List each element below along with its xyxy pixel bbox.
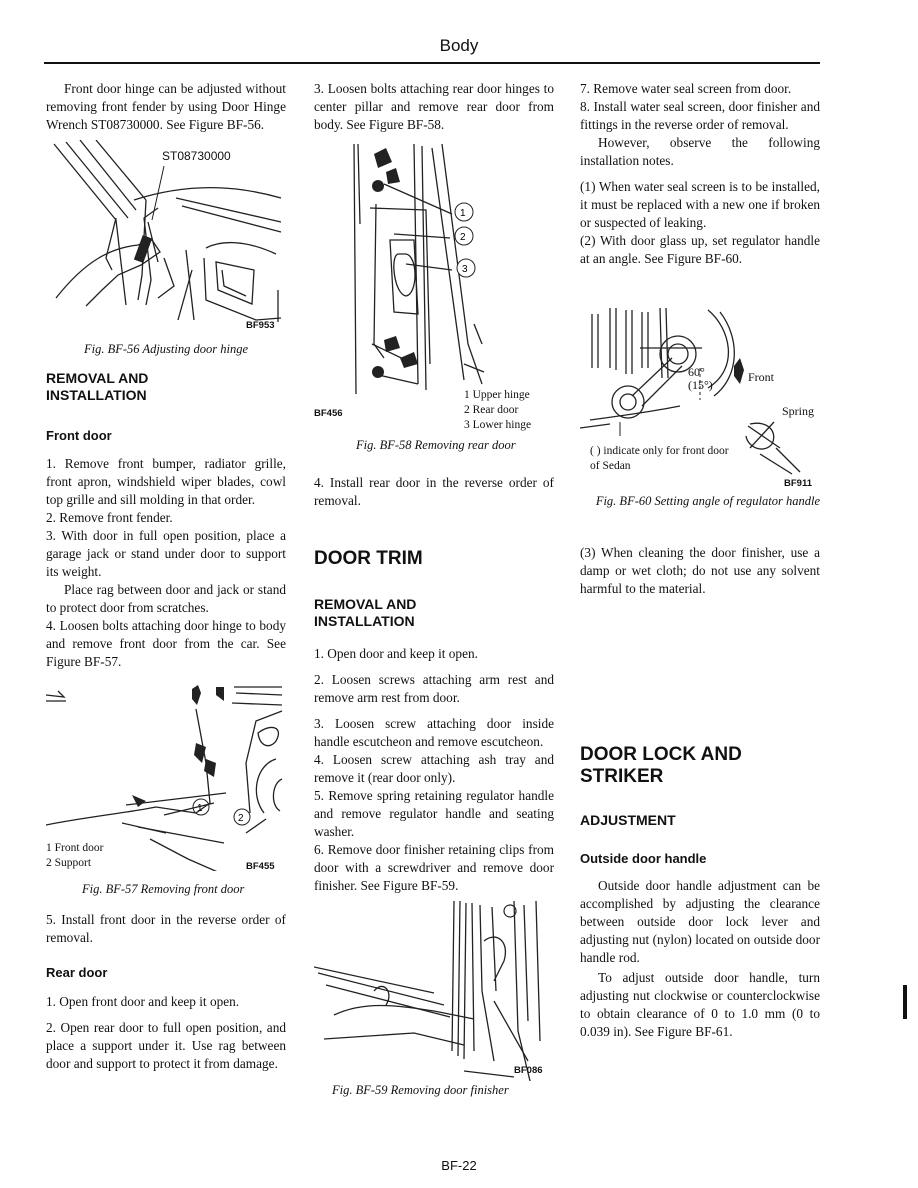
figure-code: BF456 (314, 408, 343, 419)
step: 2. Remove front fender. (46, 510, 173, 525)
regulator-handle-illustration (580, 308, 801, 475)
svg-text:1: 1 (460, 208, 466, 219)
margin-mark (903, 985, 907, 1019)
figure-caption: Fig. BF-58 Removing rear door (356, 438, 516, 452)
subsection-heading: Rear door (46, 965, 108, 980)
step: 4. Loosen bolts attaching door hinge to … (46, 618, 286, 669)
step: 2. Loosen screws attaching arm rest and … (314, 672, 554, 705)
figure-note: ( ) indicate only for front door of Seda… (590, 445, 729, 472)
step: 2. Open rear door to full open position,… (46, 1020, 286, 1071)
front-label: Front (748, 370, 775, 384)
paragraph: To adjust outside door handle, turn adju… (580, 970, 820, 1039)
legend-item: 2 Rear door (464, 404, 519, 416)
svg-text:1: 1 (197, 803, 203, 814)
column-1: Front door hinge can be adjusted without… (46, 80, 286, 1073)
legend-item: 2 Support (46, 857, 92, 869)
step: 3. Loosen screw attaching door inside ha… (314, 716, 554, 749)
svg-text:2: 2 (460, 232, 466, 243)
note: (2) With door glass up, set regulator ha… (580, 233, 820, 266)
section-heading: DOOR TRIM (314, 548, 423, 569)
note: (1) When water seal screen is to be inst… (580, 179, 820, 230)
front-door-illustration: 1 2 (46, 685, 283, 871)
note: (3) When cleaning the door finisher, use… (580, 545, 820, 596)
figure-caption: Fig. BF-57 Removing front door (82, 882, 245, 896)
paragraph: Front door hinge can be adjusted without… (46, 81, 286, 132)
step: 3. With door in full open position, plac… (46, 528, 286, 579)
step: 7. Remove water seal screen from door. (580, 81, 792, 96)
paragraph: Outside door handle adjustment can be ac… (580, 878, 820, 965)
step: 8. Install water seal screen, door finis… (580, 99, 820, 132)
figure-code: BF455 (246, 861, 275, 872)
page-number: BF-22 (441, 1158, 477, 1173)
legend-item: 1 Front door (46, 842, 104, 854)
step: 6. Remove door finisher retaining clips … (314, 842, 554, 893)
door-finisher-illustration (314, 901, 541, 1081)
paragraph: However, observe the following installat… (580, 135, 820, 168)
step: 4. Install rear door in the reverse orde… (314, 475, 554, 508)
figure-caption: Fig. BF-56 Adjusting door hinge (84, 342, 248, 356)
step: 1. Remove front bumper, radiator grille,… (46, 456, 286, 507)
legend-item: 1 Upper hinge (464, 389, 530, 401)
subsection-heading: REMOVAL AND INSTALLATION (314, 596, 417, 629)
step: 1. Open door and keep it open. (314, 646, 478, 661)
column-3: 7. Remove water seal screen from door. 8… (580, 80, 820, 1041)
angle-label: 60° (688, 365, 705, 379)
step: 4. Loosen screw attaching ash tray and r… (314, 752, 554, 785)
figure-code: BF086 (514, 1065, 543, 1076)
section-heading: REMOVAL AND INSTALLATION (46, 370, 149, 403)
column-2: 3. Loosen bolts attaching rear door hing… (314, 80, 554, 1097)
step: 5. Install front door in the reverse ord… (46, 912, 286, 945)
figure-bf57: 1 2 1 Front door 2 Support BF455 Fig. BF… (46, 683, 286, 911)
svg-text:3: 3 (462, 264, 468, 275)
spring-label: Spring (782, 404, 815, 418)
svg-text:2: 2 (238, 813, 244, 824)
figure-bf58: 1 2 3 1 Upper hinge 2 Rear door 3 Lower … (314, 144, 554, 474)
figure-bf56: ST08730000 BF953 Fig. BF-56 Adjusting do… (46, 140, 286, 362)
hinge-wrench-illustration (53, 140, 282, 322)
page-title: Body (439, 36, 479, 55)
legend-item: 3 Lower hinge (464, 419, 532, 431)
subsection-heading: Front door (46, 428, 112, 443)
subsection-heading: ADJUSTMENT (580, 812, 676, 828)
angle-sedan-label: (15°) (688, 378, 713, 392)
figure-bf60: 60° (15°) Front Spring ( ) indicate only… (580, 308, 820, 544)
section-heading: DOOR LOCK AND STRIKER (580, 744, 742, 787)
figure-code: BF911 (784, 478, 812, 489)
step: 5. Remove spring retaining regulator han… (314, 788, 554, 839)
tool-label: ST08730000 (162, 149, 231, 163)
figure-caption: Fig. BF-59 Removing door finisher (332, 1083, 509, 1097)
rear-door-illustration: 1 2 3 (353, 144, 485, 394)
step: 3. Loosen bolts attaching rear door hing… (314, 81, 554, 132)
figure-code: BF953 (246, 320, 275, 331)
figure-caption: Fig. BF-60 Setting angle of regulator ha… (595, 494, 820, 508)
header-rule (44, 62, 820, 64)
figure-bf59: BF086 Fig. BF-59 Removing door finisher (314, 901, 554, 1097)
subsection-heading: Outside door handle (580, 851, 707, 866)
paragraph: Place rag between door and jack or stand… (46, 582, 286, 615)
step: 1. Open front door and keep it open. (46, 994, 240, 1009)
